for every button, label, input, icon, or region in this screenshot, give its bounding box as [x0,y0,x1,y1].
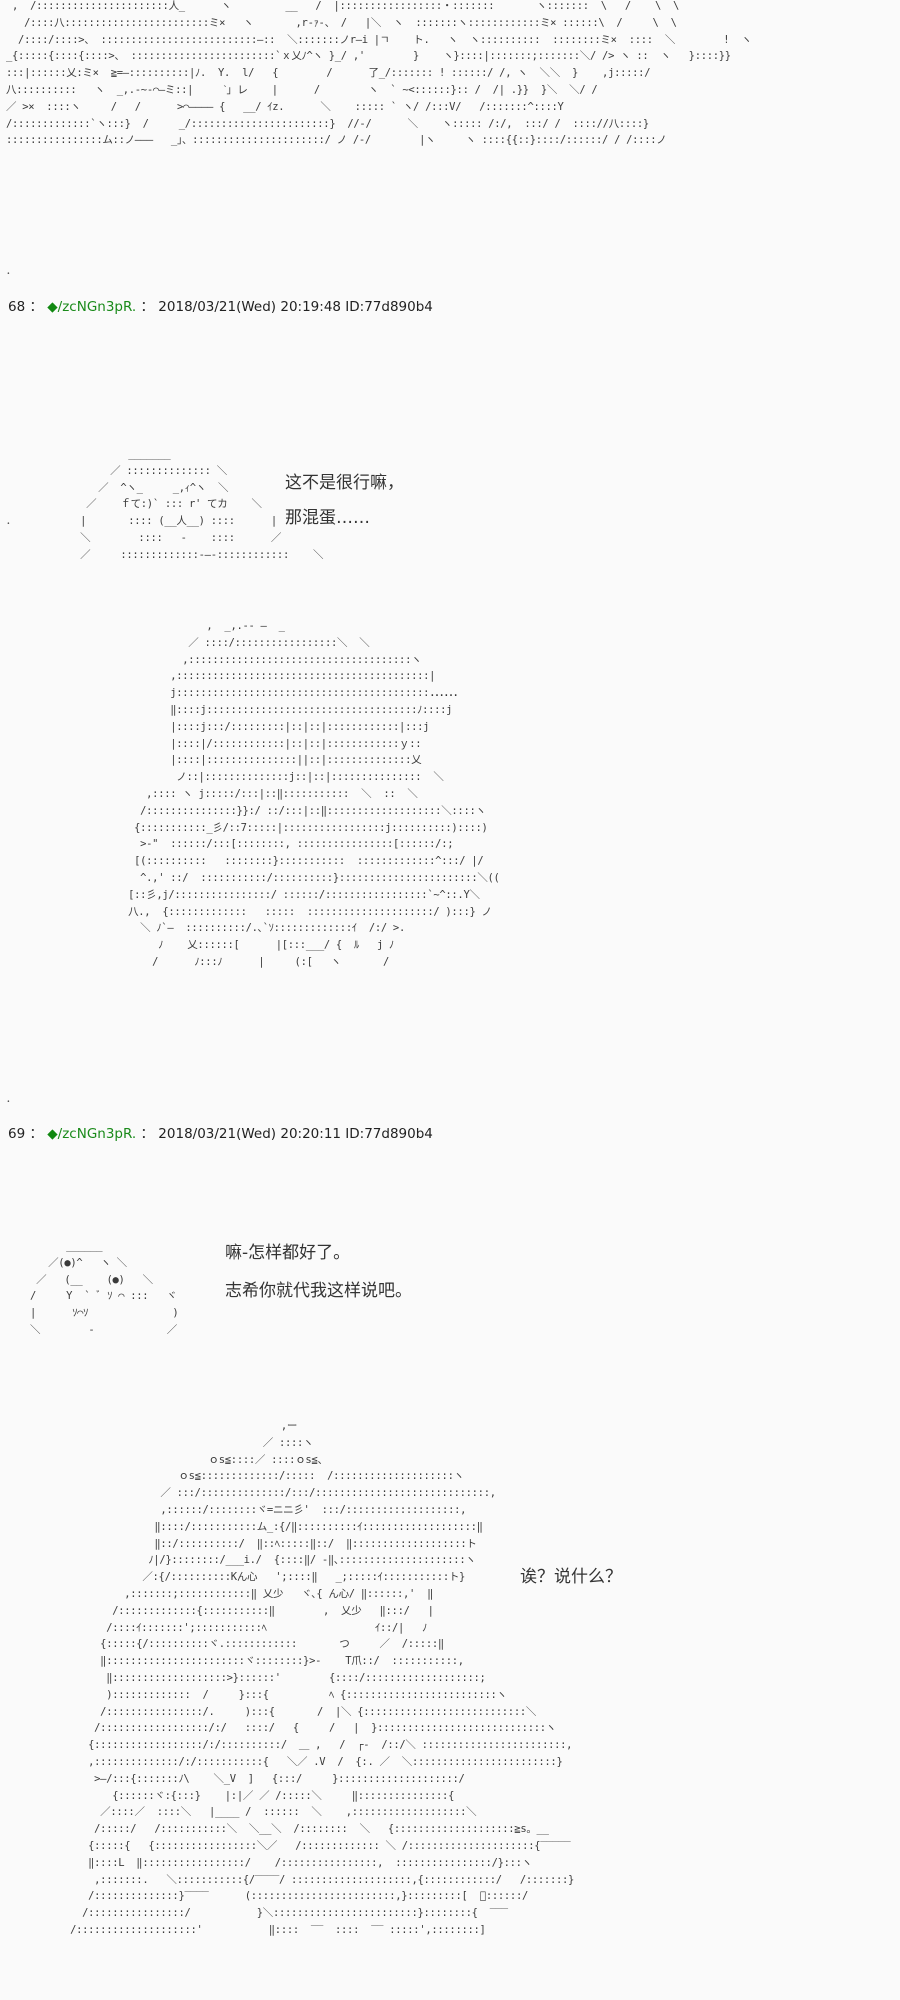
ascii-art-face-2: ______ ／(●)^ ヽ ＼ ／ (__ (●) ＼ / Y ` ﾞ ｿ ⌒… [30,1240,179,1336]
separator: ： [29,299,43,315]
post-header-69: 69 ： ◆/zcNGn3pR. ： 2018/03/21(Wed) 20:20… [8,1122,433,1142]
ascii-art-face-1: _______ ／ :::::::::::::: ＼ ／ ^ヽ_ _,ｨ^ヽ ＼… [80,448,324,561]
dialogue-reply: 诶？说什么？ [520,1567,622,1587]
separator: ： [140,1126,155,1142]
ascii-art-top: , /::::::::::::::::::::::人_ ヽ __ / |::::… [6,0,752,147]
post-datetime: 2018/03/21(Wed) 20:19:48 [158,299,341,315]
separator-dot: ． [6,266,16,277]
dialogue-line: 这不是很行嘛， [285,473,404,493]
ascii-art-figure-2: ,ー ／ ::::ヽ ｏs≦::::／ ::::ｏs≦、 ｏs≦::::::::… [70,1420,575,1936]
post-id: ID:77d890b4 [345,1126,433,1142]
dialogue-ellipsis: …… [430,682,458,702]
separator: ： [29,1126,43,1142]
tripcode: /zcNGn3pR. [57,1126,137,1142]
separator: ： [140,299,155,315]
dialogue-line: 那混蛋…… [285,508,370,528]
post-header-68: 68 ： ◆/zcNGn3pR. ： 2018/03/21(Wed) 20:19… [8,295,433,315]
post-id: ID:77d890b4 [345,299,433,315]
diamond-icon: ◆ [47,299,58,315]
dialogue-line: 嘛-怎样都好了。 [225,1243,351,1263]
post-number: 68 [8,299,26,315]
post-datetime: 2018/03/21(Wed) 20:20:11 [158,1126,341,1142]
tripcode: /zcNGn3pR. [57,299,137,315]
diamond-icon: ◆ [47,1126,58,1142]
post-number: 69 [8,1126,26,1142]
separator-dot: ． [6,516,16,527]
dialogue-line: 志希你就代我这样说吧。 [225,1281,412,1301]
separator-dot: ． [6,1094,16,1105]
ascii-art-figure-1: , _,.-‐ ― _ ／ ::::/:::::::::::::::::＼ ＼ … [128,620,500,968]
